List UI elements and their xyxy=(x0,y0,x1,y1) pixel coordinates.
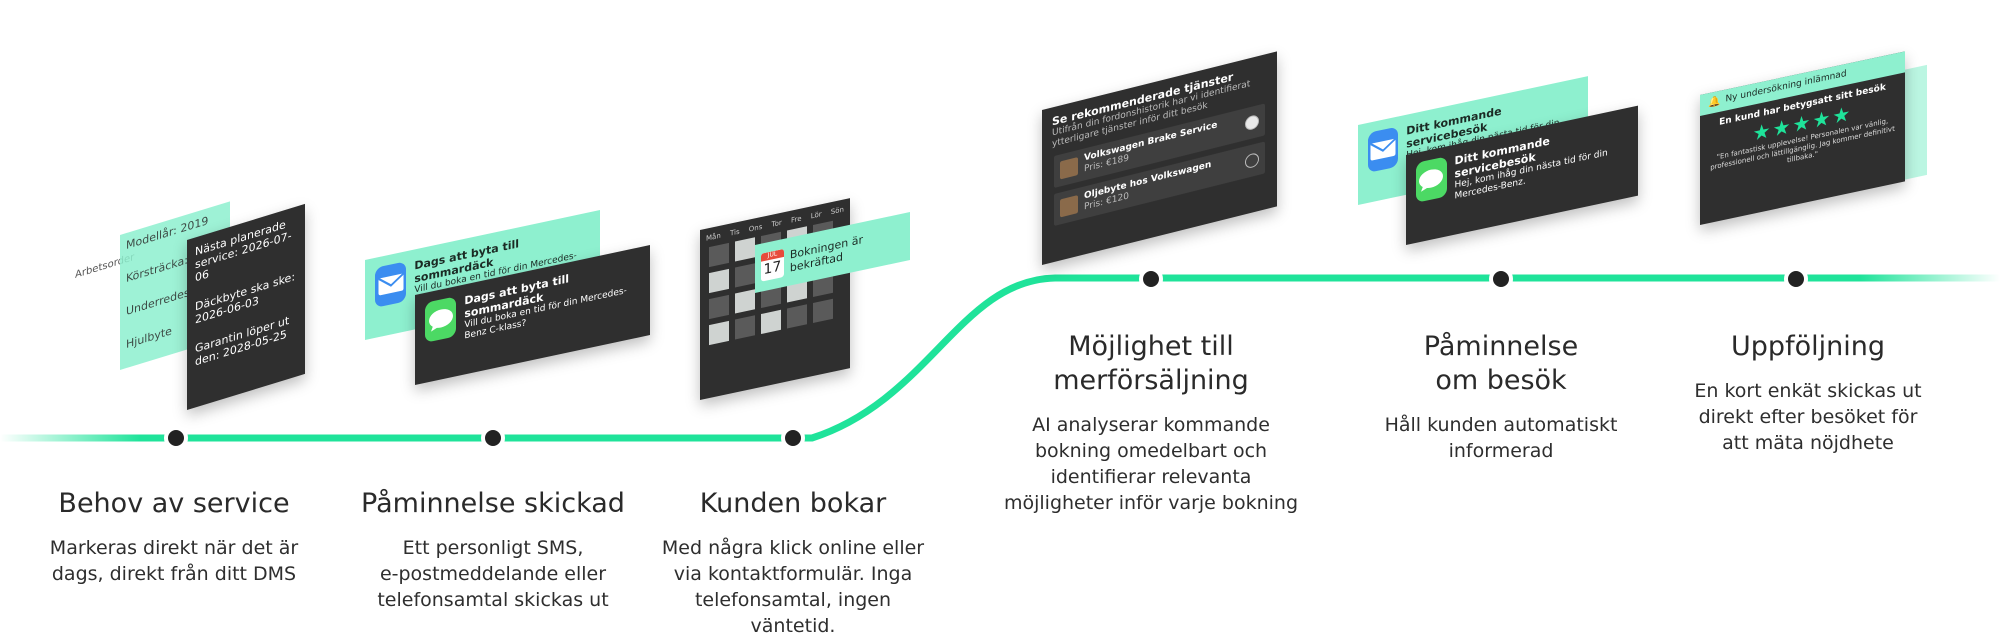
mail-icon xyxy=(1368,126,1399,173)
step-visit-reminder: Påminnelse om besök Håll kunden automati… xyxy=(1341,330,1661,464)
timeline-dot-3 xyxy=(781,426,805,450)
step-title: Påminnelse skickad xyxy=(361,488,625,519)
step-title: Uppföljning xyxy=(1731,331,1885,362)
sms-notification: Ditt kommande servicebesök Hej, kom ihåg… xyxy=(1406,105,1638,245)
step-title: Kunden bokar xyxy=(699,488,887,519)
visit-reminder-card: Ditt kommande servicebesök Hej, kom ihåg… xyxy=(1358,55,1648,245)
step-desc: Håll kunden automatiskt informerad xyxy=(1384,414,1618,462)
email-notification: Dags att byta till sommardäck Vill du bo… xyxy=(365,210,600,340)
step-reminder-sent: Påminnelse skickad Ett personligt SMS, e… xyxy=(328,487,658,613)
calendar-icon: JUL 17 xyxy=(761,248,784,282)
mail-icon xyxy=(375,261,407,308)
step-desc: En kort enkät skickas ut direkt efter be… xyxy=(1694,380,1922,454)
step-title: Påminnelse om besök xyxy=(1423,331,1579,396)
service-dates-panel: Nästa planerade service: 2026-07-06 Däck… xyxy=(187,203,305,410)
dms-workorder-card: Arbetsorder Modellår: 2019 Körsträcka: 4… xyxy=(75,180,315,410)
survey-card: 🔔 Ny undersökning inlämnad En kund har b… xyxy=(1700,50,1940,235)
timeline-dot-1 xyxy=(164,426,188,450)
timeline-dot-6 xyxy=(1784,267,1808,291)
step-customer-books: Kunden bokar Med några klick online elle… xyxy=(628,487,958,639)
timeline-dot-2 xyxy=(481,426,505,450)
step-desc: Ett personligt SMS, e-postmeddelande ell… xyxy=(377,537,609,611)
checkbox-icon[interactable] xyxy=(1245,113,1259,132)
service-thumb xyxy=(1060,195,1078,218)
timeline-dot-5 xyxy=(1489,267,1513,291)
message-icon xyxy=(425,296,457,343)
step-service-need: Behov av service Markeras direkt när det… xyxy=(9,487,339,587)
email-notification: Ditt kommande servicebesök Hej, kom ihåg… xyxy=(1358,76,1588,205)
step-desc: Markeras direkt när det är dags, direkt … xyxy=(49,537,299,585)
step-desc: AI analyserar kommande bokning omedelbar… xyxy=(1003,414,1299,514)
step-desc: Med några klick online eller via kontakt… xyxy=(661,537,925,637)
survey-panel: 🔔 Ny undersökning inlämnad En kund har b… xyxy=(1700,51,1905,225)
service-thumb xyxy=(1060,157,1078,180)
booking-calendar-card: Mån Tis Ons Tor Fre Lör Sön JUL 17 Bokni… xyxy=(700,175,960,400)
step-title: Möjlighet till merförsäljning xyxy=(1053,331,1249,396)
reminder-messages-card: Dags att byta till sommardäck Vill du bo… xyxy=(365,185,655,385)
message-icon xyxy=(1416,156,1447,203)
checkbox-icon[interactable] xyxy=(1245,151,1259,170)
step-upsell: Möjlighet till merförsäljning AI analyse… xyxy=(971,330,1331,516)
timeline-dot-4 xyxy=(1139,267,1163,291)
bell-icon: 🔔 xyxy=(1708,95,1721,110)
step-follow-up: Uppföljning En kort enkät skickas ut dir… xyxy=(1658,330,1958,456)
step-title: Behov av service xyxy=(58,488,290,519)
sms-notification: Dags att byta till sommardäck Vill du bo… xyxy=(415,245,650,385)
timeline-line xyxy=(0,274,2000,442)
